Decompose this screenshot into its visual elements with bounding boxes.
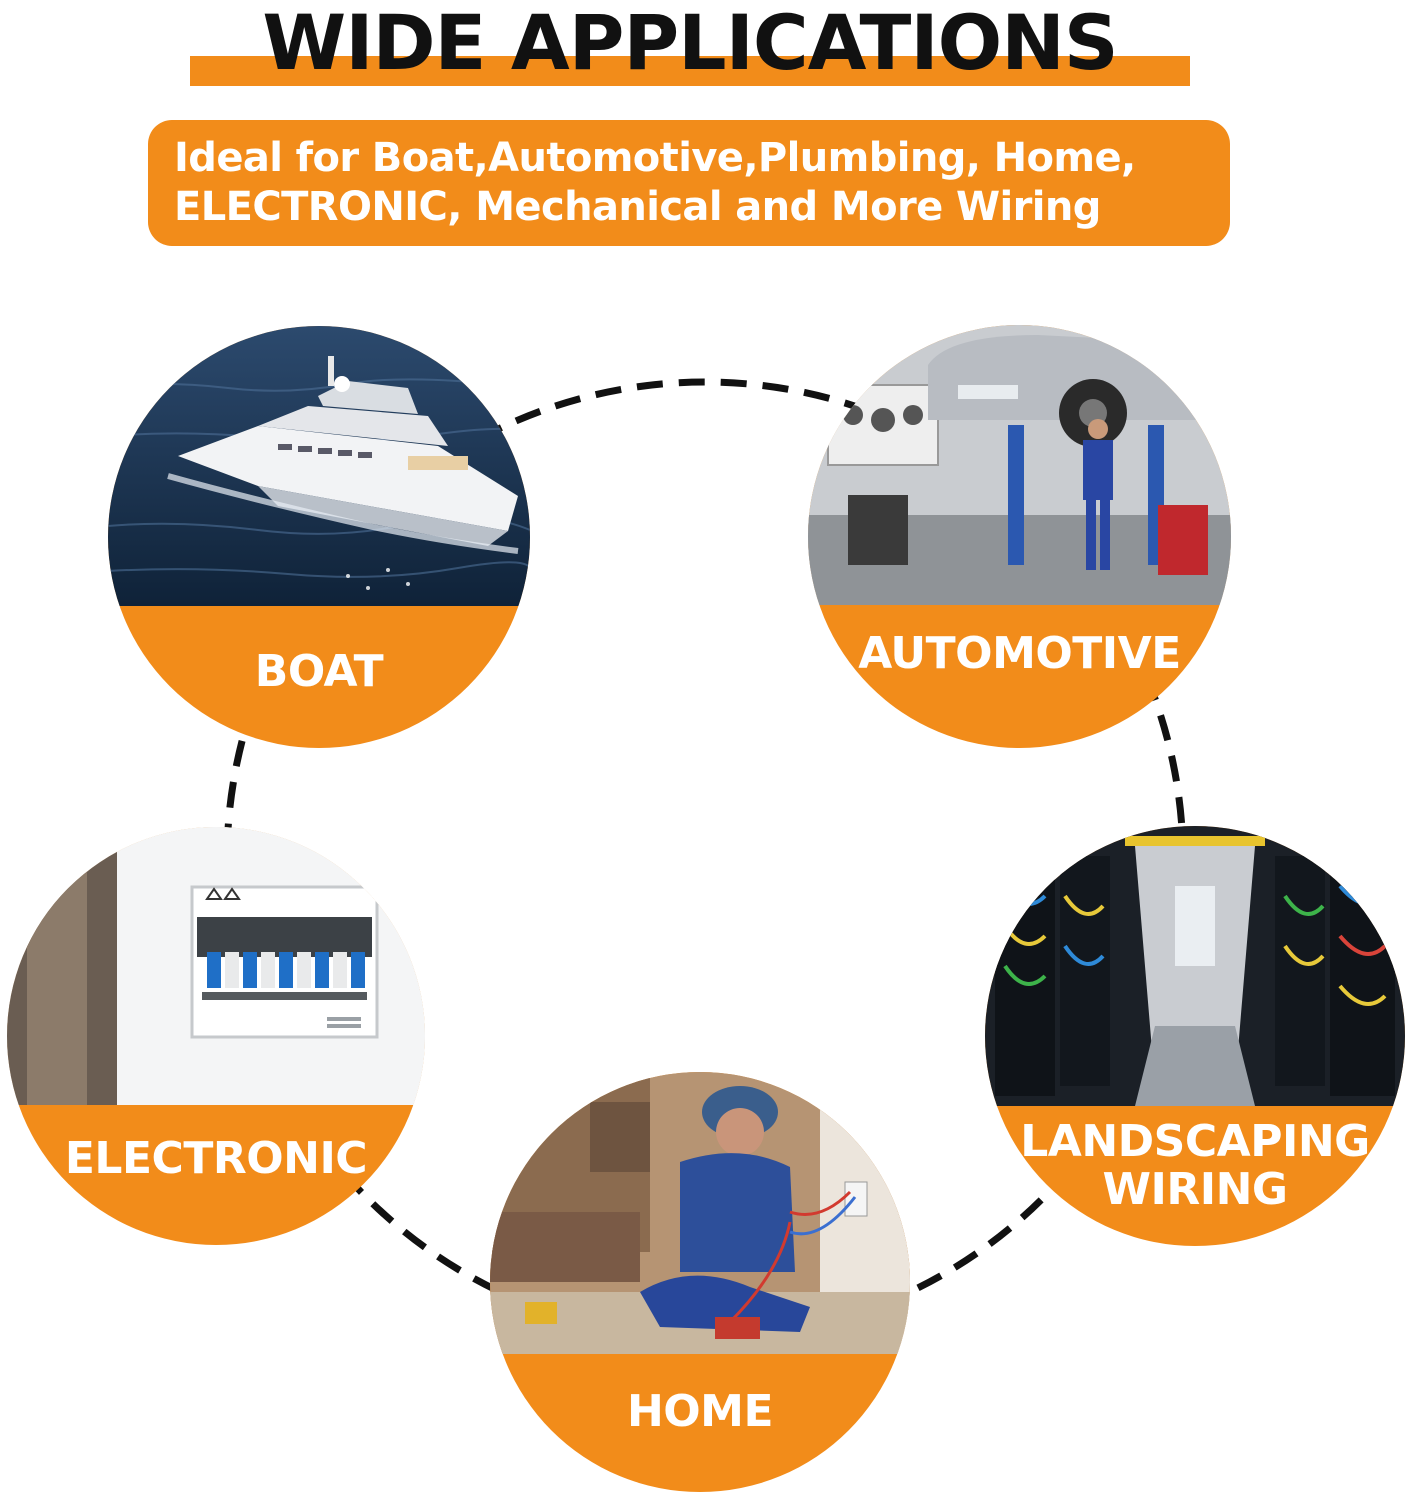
boat-photo: [108, 326, 530, 606]
application-label-landscaping: LANDSCAPING: [1020, 1116, 1370, 1167]
subtitle-line-2: ELECTRONIC, Mechanical and More Wiring: [174, 184, 1101, 230]
application-card-home: HOME: [490, 1072, 910, 1492]
application-card-electronic: ELECTRONIC: [7, 827, 425, 1245]
page-title: WIDE APPLICATIONS: [262, 0, 1118, 87]
application-label-electronic: ELECTRONIC: [64, 1133, 368, 1184]
title-highlight-bar: [190, 56, 1190, 86]
breaker-panel-photo: [7, 827, 425, 1105]
subtitle-line-1: Ideal for Boat,Automotive,Plumbing, Home…: [174, 135, 1136, 181]
application-card-automotive: AUTOMOTIVE: [808, 325, 1231, 748]
page-title-block: WIDE APPLICATIONS: [190, 0, 1190, 92]
electrician-photo: [490, 1072, 910, 1354]
application-label-automotive: AUTOMOTIVE: [858, 628, 1181, 679]
application-label-boat: BOAT: [254, 646, 384, 697]
application-label-wiring: WIRING: [1102, 1164, 1288, 1215]
car-lift-photo: [808, 325, 1231, 605]
subtitle-banner: Ideal for Boat,Automotive,Plumbing, Home…: [148, 120, 1230, 246]
application-label-home: HOME: [626, 1386, 774, 1437]
server-room-photo: [985, 826, 1405, 1106]
application-card-landscaping-wiring: LANDSCAPING WIRING: [985, 826, 1405, 1246]
application-card-boat: BOAT: [108, 326, 530, 748]
